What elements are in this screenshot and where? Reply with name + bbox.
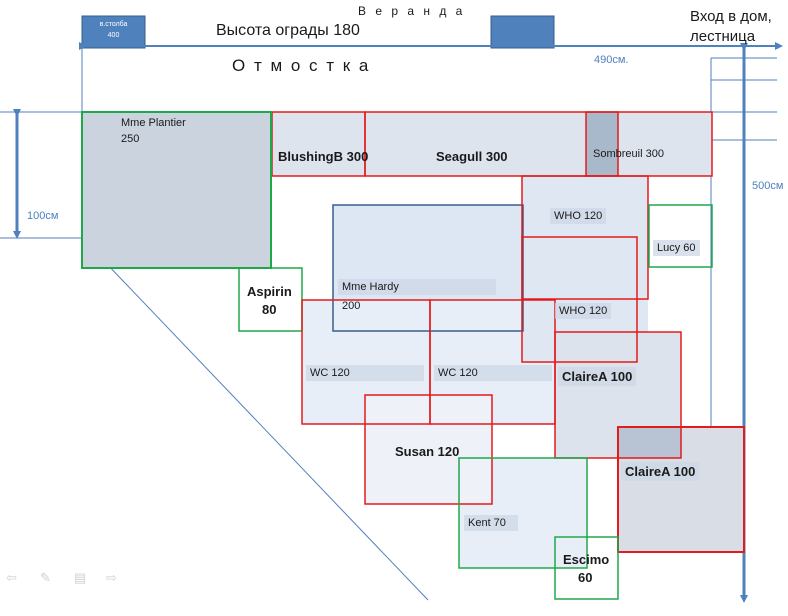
mme-hardy-name: Mme Hardy [338, 279, 496, 295]
sombreuil-bed [585, 111, 713, 177]
next-slide-icon[interactable]: ⇨ [106, 570, 117, 585]
mme-plantier-bed [81, 111, 272, 269]
wc-label-2: WC 120 [434, 365, 552, 381]
mme-plantier-name: Mme Plantier [121, 117, 186, 129]
lucy-label: Lucy 60 [653, 240, 700, 256]
pillar-right [490, 15, 555, 49]
mme-hardy-height: 200 [342, 300, 361, 312]
sombreuil-label: Sombreuil 300 [593, 148, 664, 160]
claire-label-1: ClaireA 100 [558, 367, 637, 386]
mme-hardy-bed [332, 204, 524, 332]
pillar-label-line1: в.столба [99, 21, 128, 28]
aspirin-bed [238, 267, 303, 332]
who-label-2: WHO 120 [555, 303, 612, 319]
strip-dimension-label: 100см [27, 210, 59, 222]
who-label-1: WHO 120 [550, 208, 607, 224]
slide-menu-icon[interactable]: ▤ [74, 570, 87, 585]
claire-label-2: ClaireA 100 [621, 462, 700, 481]
escimo-height: 60 [578, 570, 593, 585]
seagull-bed [364, 111, 619, 177]
height-dimension-label: 500см [752, 180, 784, 192]
susan-bed [364, 394, 493, 505]
escimo-name: Escimo [563, 552, 610, 567]
entrance-label-line2: лестница [690, 28, 756, 45]
kent-label: Kent 70 [464, 515, 518, 531]
seagull-label: Seagull 300 [436, 149, 508, 164]
fence-height-label: Высота ограды 180 [216, 22, 360, 39]
kent-bed [458, 457, 588, 569]
entrance-label-line1: Вход в дом, [690, 8, 772, 25]
pen-icon[interactable]: ✎ [40, 570, 51, 585]
previous-slide-icon[interactable]: ⇦ [6, 570, 17, 585]
width-dimension-label: 490см. [594, 54, 629, 66]
pillar-label-line2: 400 [107, 32, 120, 39]
blind-area-label: О т м о с т к а [232, 56, 371, 75]
mme-plantier-height: 250 [121, 133, 140, 145]
claire-bed-2 [617, 426, 745, 553]
aspirin-name: Aspirin [247, 284, 292, 299]
escimo-bed [554, 536, 619, 600]
veranda-label: В е р а н д а [358, 4, 466, 18]
aspirin-height: 80 [262, 302, 277, 317]
blushing-label: BlushingB 300 [278, 149, 369, 164]
susan-label: Susan 120 [395, 444, 460, 459]
wc-label-1: WC 120 [306, 365, 424, 381]
lucy-bed [648, 204, 713, 268]
